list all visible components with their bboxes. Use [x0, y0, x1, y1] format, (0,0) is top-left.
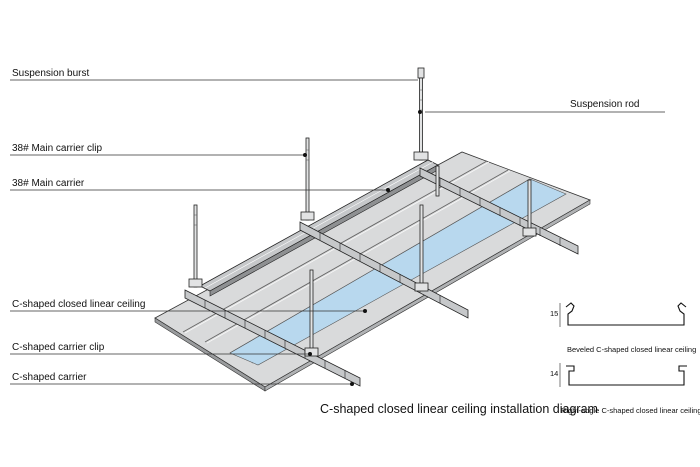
ceiling-panels: [154, 151, 591, 392]
label-suspension-burst: Suspension burst: [12, 68, 89, 79]
label-main-carrier: 38# Main carrier: [12, 178, 85, 189]
profile-right-angle: 14 Right-angle C-shaped closed linear ce…: [550, 363, 700, 415]
leader-lines: [10, 79, 665, 385]
profile-right-angle-dimension: 14: [550, 369, 558, 378]
highlighted-linear-panel: [229, 178, 567, 366]
label-linear-ceiling: C-shaped closed linear ceiling: [12, 299, 145, 310]
c-shaped-carriers: [184, 167, 579, 387]
diagram-caption: C-shaped closed linear ceiling installat…: [320, 402, 598, 416]
suspension-rods: [188, 67, 537, 357]
label-main-carrier-clip: 38# Main carrier clip: [12, 143, 102, 154]
leader-dots: [303, 110, 422, 386]
profile-beveled-caption: Beveled C-shaped closed linear ceiling: [567, 345, 696, 354]
rod-thread-marks: [194, 89, 423, 226]
label-suspension-rod: Suspension rod: [570, 99, 640, 110]
label-carrier: C-shaped carrier: [12, 372, 87, 383]
profile-right-angle-section: [566, 365, 687, 386]
label-carrier-clip: C-shaped carrier clip: [12, 342, 105, 353]
main-carrier: [199, 159, 439, 297]
profile-right-angle-caption: Right-angle C-shaped closed linear ceili…: [561, 406, 700, 415]
profile-beveled-dimension: 15: [550, 309, 558, 318]
profile-beveled-section: [565, 302, 687, 326]
profile-beveled: 15 Beveled C-shaped closed linear ceilin…: [550, 302, 696, 354]
